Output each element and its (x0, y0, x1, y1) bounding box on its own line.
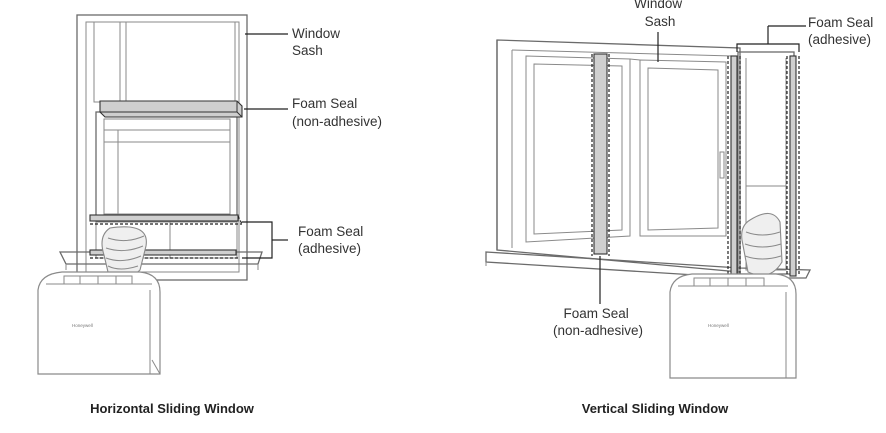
label-foam-seal-adhesive-v: Foam Seal (adhesive) (808, 15, 877, 47)
label-foam-seal-non-adhesive-v: Foam Seal (non-adhesive) (553, 306, 643, 338)
horizontal-window-illustration (58, 14, 263, 281)
label-foam-seal-adhesive-h: Foam Seal (adhesive) (298, 224, 367, 256)
vertical-leader-lines (599, 25, 806, 304)
caption-vertical: Vertical Sliding Window (582, 401, 729, 416)
brand-logo: Honeywell (72, 323, 93, 328)
label-window-sash-v: Window Sash (634, 0, 686, 29)
horizontal-leader-lines (242, 33, 288, 259)
vertical-portable-ac-unit: Honeywell (669, 212, 797, 379)
horizontal-foam-seal-non-adhesive-shape (99, 100, 243, 118)
vertical-foam-seal-non-adhesive-shape (591, 53, 610, 256)
brand-logo: Honeywell (708, 323, 729, 328)
label-foam-seal-non-adhesive-h: Foam Seal (non-adhesive) (292, 96, 382, 129)
caption-horizontal: Horizontal Sliding Window (90, 401, 255, 416)
horizontal-portable-ac-unit: Honeywell (37, 226, 161, 375)
label-window-sash-h: Window Sash (292, 26, 344, 58)
